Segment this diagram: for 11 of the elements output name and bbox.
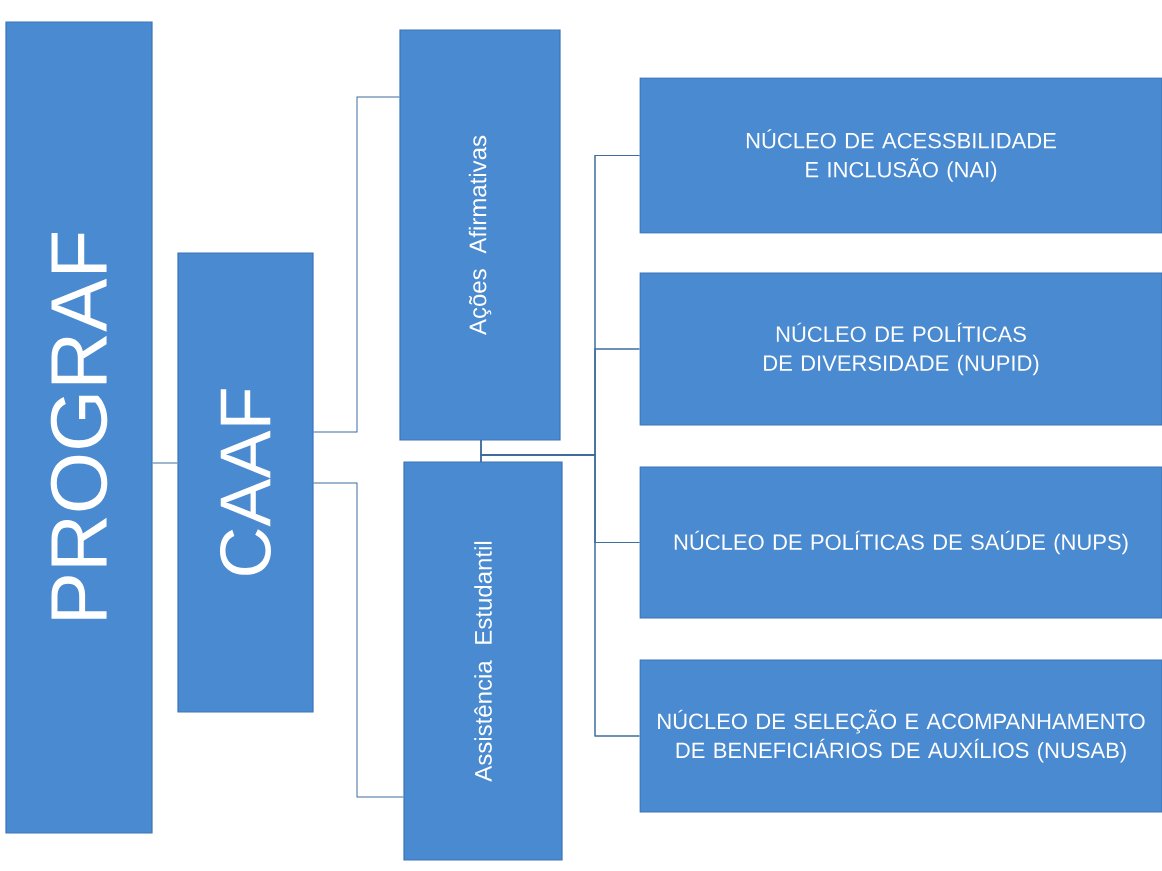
box: Ações Afirmativas bbox=[399, 29, 561, 441]
box: NÚCLEO DE SELEÇÃO E ACOMPANHAMENTO DE BENEFICIÁRIOS DE AUXÍLIOS (NUSAB) bbox=[639, 659, 1162, 813]
box: NÚCLEO DE POLÍTICAS DE DIVERSIDADE (NUPID) bbox=[639, 272, 1162, 426]
connector-line bbox=[313, 482, 404, 798]
box: NÚCLEO DE POLÍTICAS DE SAÚDE (NUPS) bbox=[639, 466, 1162, 619]
box: CAAF bbox=[177, 252, 314, 713]
box: NÚCLEO DE ACESSBILIDADE E INCLUSÃO (NAI) bbox=[639, 77, 1162, 234]
connector-line bbox=[152, 462, 178, 464]
box: Assistência Estudantil bbox=[403, 461, 563, 861]
connector-line bbox=[313, 96, 400, 433]
box: PROGRAF bbox=[5, 21, 153, 834]
